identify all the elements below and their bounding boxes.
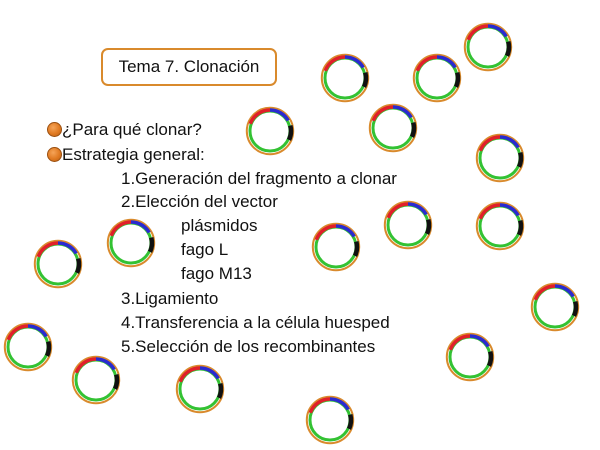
step-item-selection: 5.Selección de los recombinantes (121, 337, 376, 356)
plasmid-icon (412, 53, 462, 103)
plasmid-icon (106, 218, 156, 268)
step-item-vector-choice: 2.Elección del vector (121, 192, 278, 211)
plasmid-icon (245, 106, 295, 156)
step-item-ligation: 3.Ligamiento (121, 289, 219, 308)
plasmid-icon (305, 395, 355, 445)
slide-title: Tema 7. Clonación (101, 48, 277, 86)
vector-item-plasmids: plásmidos (181, 216, 258, 235)
plasmid-icon (320, 53, 370, 103)
step-item-generation: 1.Generación del fragmento a clonar (121, 169, 397, 188)
plasmid-icon (3, 322, 53, 372)
plasmid-icon (368, 103, 418, 153)
vector-item-phage-l: fago L (181, 240, 229, 259)
bullet-item-why-clone: ¿Para qué clonar? (62, 120, 202, 139)
vector-item-phage-m13: fago M13 (181, 264, 252, 283)
plasmid-icon (33, 239, 83, 289)
slide-title-text: Tema 7. Clonación (118, 57, 260, 76)
plasmid-icon (530, 282, 580, 332)
plasmid-icon (71, 355, 121, 405)
step-item-transfer: 4.Transferencia a la célula huesped (121, 313, 390, 332)
bullet-item-general-strategy: Estrategia general: (62, 145, 205, 164)
orange-bullet-icon (47, 147, 62, 162)
orange-bullet-icon (47, 122, 62, 137)
plasmid-icon (383, 200, 433, 250)
plasmid-icon (445, 332, 495, 382)
plasmid-icon (475, 201, 525, 251)
plasmid-icon (311, 222, 361, 272)
plasmid-icon (175, 364, 225, 414)
plasmid-icon (463, 22, 513, 72)
plasmid-icon (475, 133, 525, 183)
